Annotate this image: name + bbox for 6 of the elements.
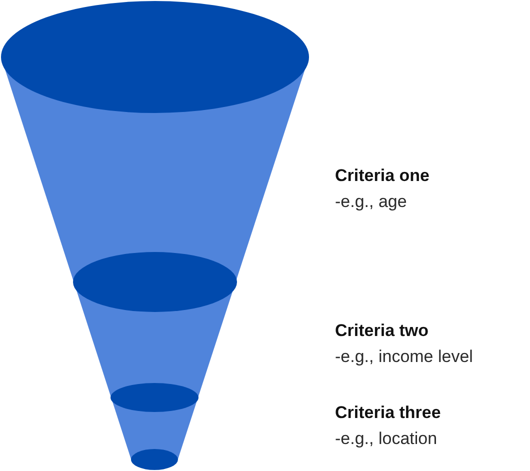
criteria-example: -e.g., age [335, 192, 407, 212]
criteria-example: -e.g., location [335, 429, 438, 449]
criteria-heading: Criteria three [335, 403, 441, 423]
criteria-heading: Criteria two [335, 321, 429, 341]
criteria-example: -e.g., income level [335, 347, 473, 367]
criteria-heading: Criteria one [335, 166, 430, 186]
